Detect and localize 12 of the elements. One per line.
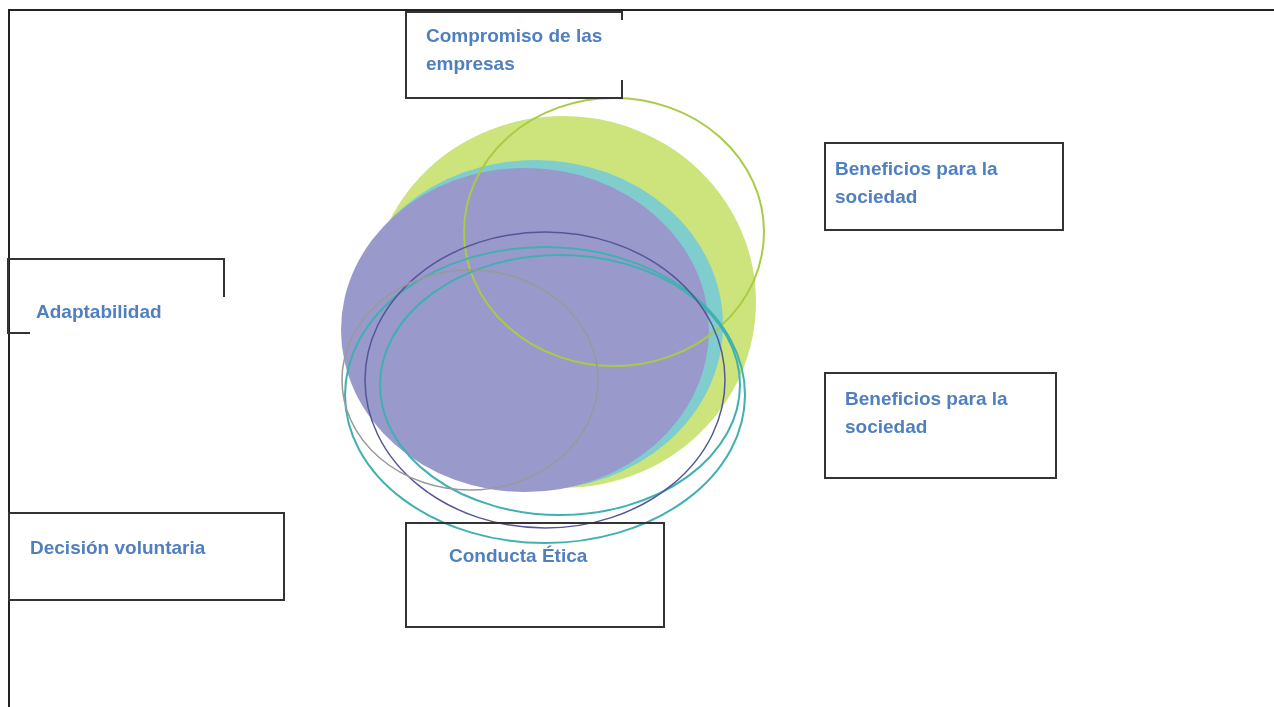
text-box	[825, 373, 1056, 478]
box-label: Beneficios para la sociedad	[845, 387, 1009, 439]
text-box	[406, 12, 622, 98]
text-box	[406, 523, 664, 627]
box-label: Beneficios para la sociedad	[835, 157, 999, 209]
box-label: Conducta Ética	[449, 544, 589, 568]
text-box	[8, 259, 224, 333]
box-label: Adaptabilidad	[36, 300, 163, 324]
text-box	[825, 143, 1063, 230]
box-label: Compromiso de las empresas	[426, 24, 604, 76]
box-label: Decisión voluntaria	[30, 536, 207, 560]
text-box	[9, 513, 284, 600]
